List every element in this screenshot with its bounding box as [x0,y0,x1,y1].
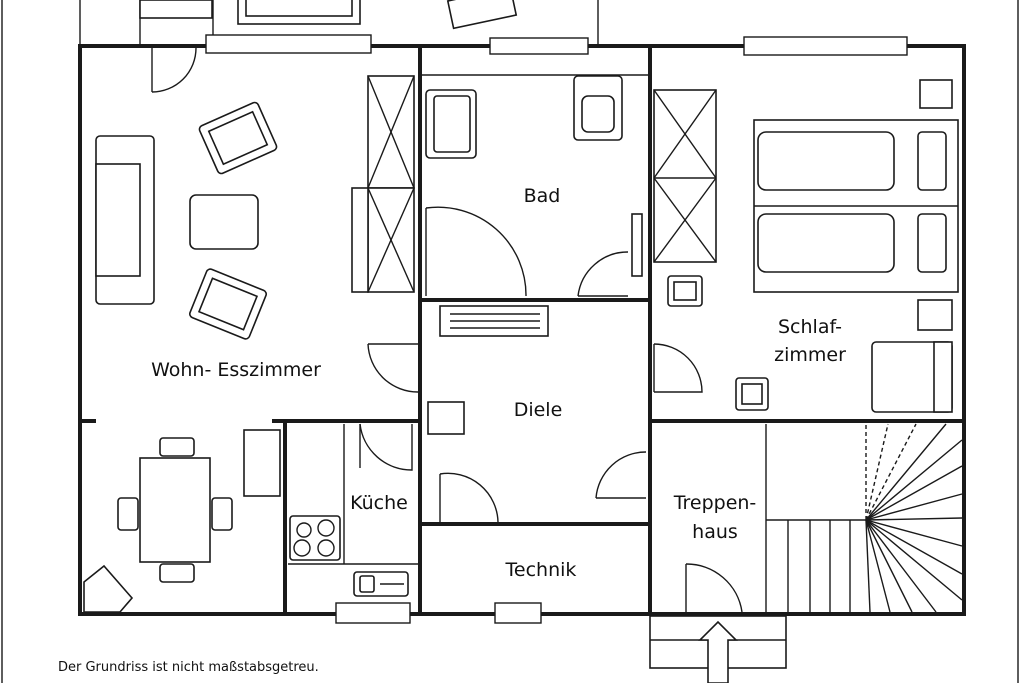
room-label-treppen-2: haus [692,521,738,543]
interior-walls [80,46,964,614]
doors [151,47,743,613]
bedroom-furniture [653,79,959,413]
bath-furniture [425,75,623,159]
room-label-kueche: Küche [350,492,408,514]
room-label-treppen-1: Treppen- [673,492,757,514]
room-label-technik: Technik [505,559,577,581]
hall-furniture [427,305,549,435]
room-label-bad: Bad [523,185,561,207]
living-furniture [83,75,415,613]
entrance [649,615,787,683]
room-label-diele: Diele [513,399,563,421]
kitchen-furniture [288,424,418,597]
top-structures [79,0,599,45]
room-label-schlaf-1: Schlaf- [778,316,842,338]
room-label-schlaf-2: zimmer [774,344,846,366]
room-label-wohn: Wohn- Esszimmer [151,359,321,381]
staircase [765,423,963,613]
scale-note: Der Grundriss ist nicht maßstabsgetreu. [58,660,319,675]
windows [205,34,908,624]
